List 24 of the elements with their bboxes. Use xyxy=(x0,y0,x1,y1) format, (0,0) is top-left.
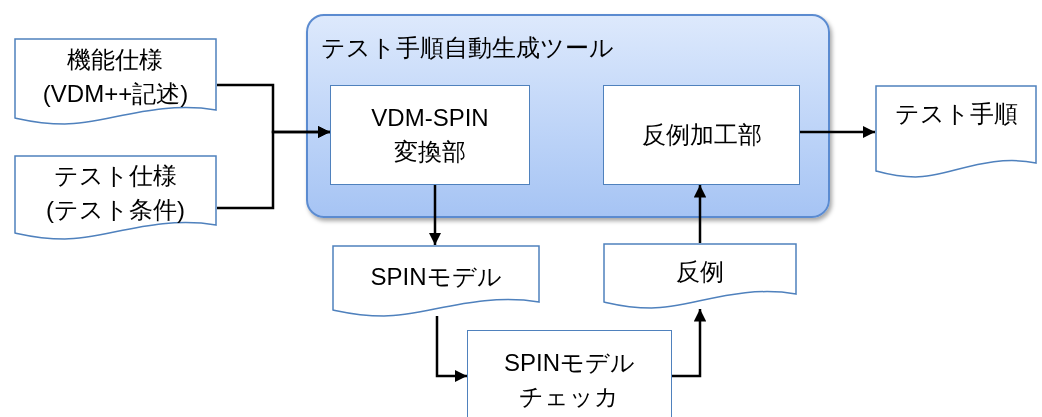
node-label: SPINモデル xyxy=(370,261,502,292)
node-label: 反例 xyxy=(676,256,724,287)
process-box xyxy=(467,330,672,417)
panel-title: テスト手順自動生成ツール xyxy=(321,34,614,62)
document-shape xyxy=(875,85,1037,181)
document-shape xyxy=(332,245,540,320)
node-label: テスト手順 xyxy=(894,99,1018,129)
document-shape xyxy=(603,243,797,312)
node-label: VDM-SPIN変換部 xyxy=(371,103,489,167)
document-shape xyxy=(14,155,217,243)
node-label: 機能仕様(VDM++記述) xyxy=(42,45,189,109)
document-shape xyxy=(14,38,217,128)
node-label: 反例加工部 xyxy=(641,120,762,150)
arrow xyxy=(672,309,707,378)
arrow xyxy=(435,316,467,383)
process-box xyxy=(603,85,800,185)
node-label: SPINモデルチェッカ xyxy=(504,348,635,412)
arrow xyxy=(693,185,707,243)
node-label: テスト仕様(テスト条件) xyxy=(46,161,185,225)
arrow xyxy=(428,185,442,245)
process-box xyxy=(330,85,530,185)
arrow xyxy=(800,125,875,139)
tool-panel xyxy=(306,14,830,218)
arrow xyxy=(217,125,330,210)
